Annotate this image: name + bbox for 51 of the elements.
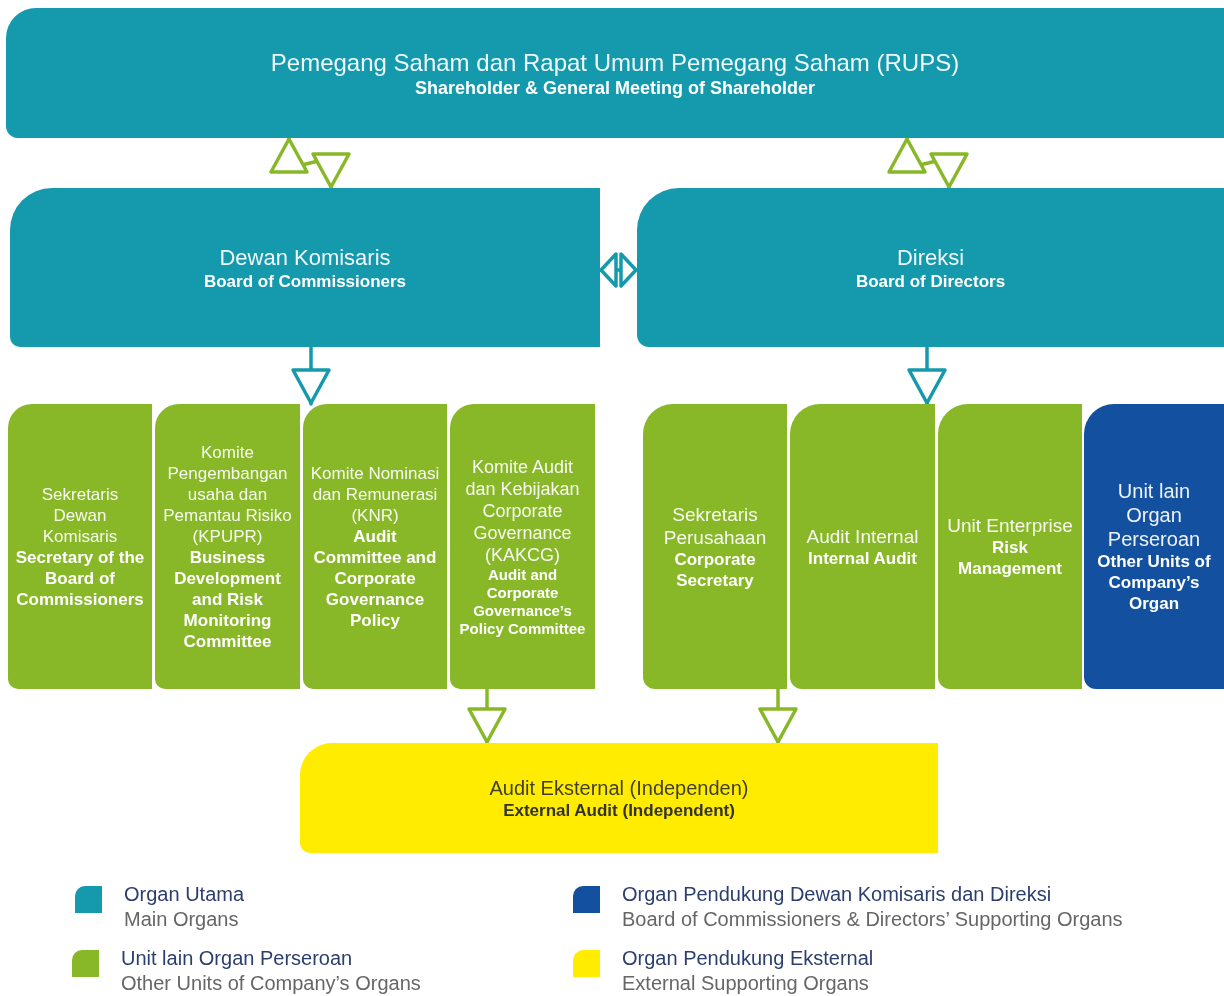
node-subtitle: Board of Commissioners (203, 270, 407, 292)
node-subtitle: Other Units of Company’s Organ (1096, 551, 1212, 614)
node-subtitle: Audit Committee and Corporate Governance Policy (312, 525, 438, 631)
double-chevron-arrow (598, 252, 639, 288)
legend-label: Organ Pendukung Eksternal (622, 946, 874, 971)
organ-panel (6, 8, 1224, 138)
chevron-arrow (907, 345, 947, 406)
node-title: Komite Pengembangan usaha dan Pemantau Risiko (KPUPR) (162, 441, 293, 547)
node-title: Unit Enterprise (947, 514, 1073, 537)
chevron-arrow (291, 345, 331, 406)
node-title: Komite Audit dan Kebijakan Corporate Governance (KAKCG) (464, 455, 581, 566)
node-title: Sekretaris Perusahaan (662, 502, 768, 549)
legend-label: Unit lain Organ Perseroan (121, 946, 354, 971)
node-subtitle: Board of Directors (855, 270, 1006, 292)
node-subtitle: Business Development and Risk Monitoring Committee (173, 546, 282, 652)
node-title: Dewan Komisaris (219, 243, 391, 271)
node-title: Unit lain Organ Perseroan (1106, 479, 1202, 551)
node-subtitle: Risk Management (957, 537, 1063, 579)
external-panel (300, 743, 938, 853)
node-subtitle: Audit and Corporate Governance’s Policy Committee (458, 565, 587, 638)
node-title: Sekretaris Dewan Komisaris (40, 483, 120, 547)
organ-panel (637, 188, 1224, 347)
unit-card (938, 404, 1082, 689)
legend-sublabel: Main Organs (124, 907, 240, 932)
organ-panel (10, 188, 600, 347)
unit-card (1084, 404, 1224, 689)
double-chevron-arrow (887, 136, 969, 190)
node-subtitle: External Audit (Independent) (503, 799, 735, 821)
legend-sublabel: Other Units of Company’s Organs (121, 971, 421, 996)
unit-card (303, 404, 447, 689)
chevron-arrow (758, 687, 798, 745)
node-subtitle: Corporate Secretary (673, 548, 757, 591)
node-title: Audit Eksternal (Independen) (489, 775, 749, 800)
unit-card (790, 404, 935, 689)
double-chevron-arrow (269, 136, 351, 190)
legend-label: Organ Utama (124, 882, 245, 907)
unit-card (8, 404, 152, 689)
node-subtitle: Shareholder & General Meeting of Shareholder (414, 76, 816, 99)
node-subtitle: Internal Audit (808, 547, 917, 569)
node-title: Komite Nominasi dan Remunerasi (KNR) (309, 462, 441, 526)
node-title: Pemegang Saham dan Rapat Umum Pemegang Saham (RUPS) (270, 47, 960, 77)
legend-sublabel: Board of Commissioners & Directors’ Supporting Organs (622, 907, 1123, 932)
legend-label: Organ Pendukung Dewan Komisaris dan Direksi (622, 882, 1053, 907)
legend-sublabel: External Supporting Organs (622, 971, 870, 996)
node-title: Direksi (896, 243, 965, 271)
node-title: Audit Internal (806, 524, 919, 548)
node-subtitle: Secretary of the Board of Commissioners (14, 546, 146, 610)
unit-card (450, 404, 595, 689)
unit-card (155, 404, 300, 689)
unit-card (643, 404, 787, 689)
chevron-arrow (467, 687, 507, 745)
